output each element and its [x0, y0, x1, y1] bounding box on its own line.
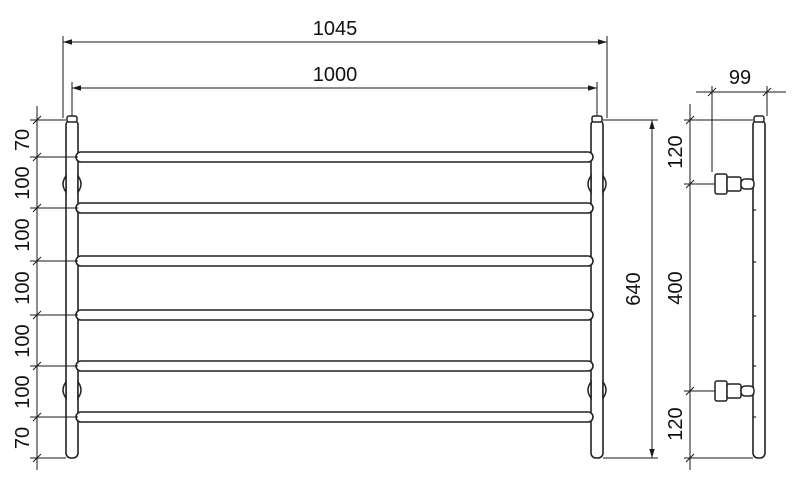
- spacing-label-1: 70: [12, 129, 34, 151]
- front-view: 1045 1000: [12, 18, 658, 470]
- depth-label: 99: [729, 67, 751, 89]
- horizontal-bar-4: [75, 309, 594, 321]
- side-bracket-bottom: [714, 380, 755, 402]
- horizontal-bar-1: [75, 151, 594, 163]
- side-view: 99: [665, 67, 786, 470]
- height-label: 640: [623, 272, 645, 305]
- horizontal-bar-6: [75, 411, 594, 423]
- spacing-label-7: 70: [12, 427, 34, 449]
- rail-span-label: 1000: [313, 64, 358, 86]
- left-rail-cap: [66, 115, 78, 123]
- spacing-label-2: 100: [12, 166, 34, 199]
- top-offset-label: 120: [665, 135, 687, 168]
- rail-span-dimension: 1000: [71, 64, 598, 118]
- wall-bracket-bottom-right: [587, 379, 607, 401]
- spacing-label-4: 100: [12, 271, 34, 304]
- right-vertical-rail: [590, 119, 604, 459]
- right-rail-cap: [591, 115, 603, 123]
- spacing-dimension-chain: 70 100 100 100 100 100 70: [12, 106, 78, 470]
- spacing-label-5: 100: [12, 324, 34, 357]
- wall-bracket-top-right: [587, 173, 607, 195]
- depth-dimension: 99: [696, 67, 786, 172]
- left-vertical-rail: [65, 119, 79, 459]
- side-bracket-top: [714, 173, 755, 195]
- bracket-spacing-label: 400: [665, 271, 687, 304]
- bottom-offset-label: 120: [665, 407, 687, 440]
- wall-bracket-top-left: [62, 173, 82, 195]
- wall-bracket-bottom-left: [62, 379, 82, 401]
- side-rail: [752, 119, 766, 459]
- bar-end-markers: [753, 209, 756, 418]
- height-dimension: 640: [603, 119, 658, 459]
- bracket-spacing-dimension-chain: 120 400 120: [665, 104, 753, 470]
- side-rail-cap: [753, 115, 765, 123]
- spacing-label-3: 100: [12, 218, 34, 251]
- spacing-label-6: 100: [12, 375, 34, 408]
- overall-width-dimension: 1045: [62, 18, 608, 118]
- horizontal-bar-3: [75, 255, 594, 267]
- horizontal-bar-5: [75, 360, 594, 372]
- overall-width-label: 1045: [313, 18, 358, 40]
- horizontal-bar-2: [75, 202, 594, 214]
